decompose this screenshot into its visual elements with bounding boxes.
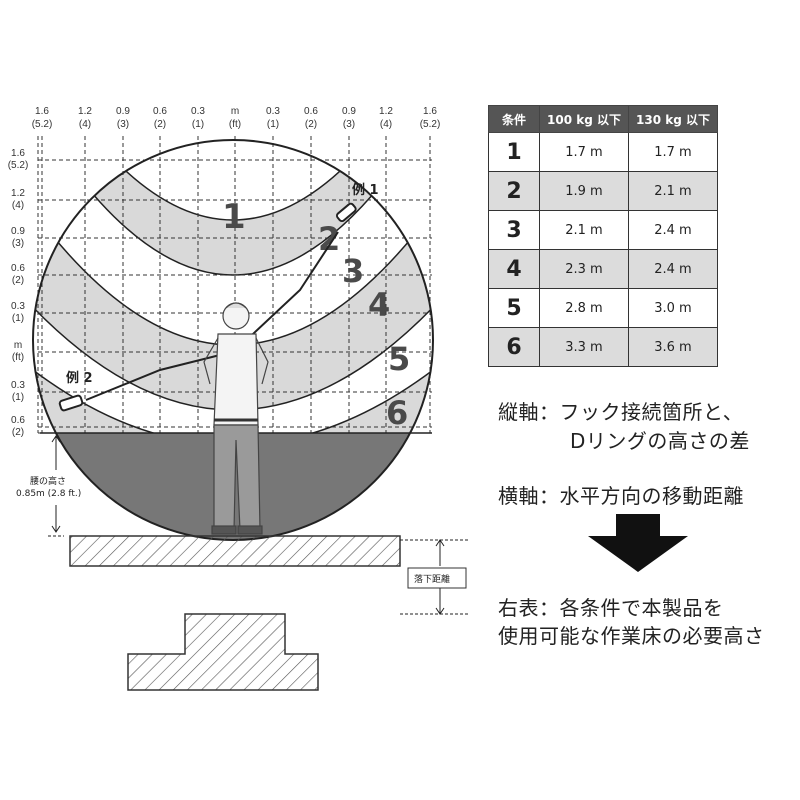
header-100kg: 100 kg 以下: [539, 105, 629, 133]
left-axis-tick: 1.2: [11, 188, 25, 199]
condition-cell: 2: [488, 171, 540, 211]
left-axis-tick: (1): [12, 392, 24, 403]
value-130kg-cell: 2.4 m: [628, 210, 718, 250]
zone-1: 1: [222, 197, 246, 237]
value-130kg-cell: 3.0 m: [628, 288, 718, 328]
table-row: 3 2.1 m 2.4 m: [488, 210, 718, 250]
table-row: 4 2.3 m 2.4 m: [488, 249, 718, 289]
left-axis-tick: (5.2): [8, 160, 29, 171]
left-axis-tick: 1.6: [11, 148, 25, 159]
waist-height-dimension: [48, 435, 64, 537]
top-axis-tick: 0.9: [342, 106, 356, 117]
table-row: 1 1.7 m 1.7 m: [488, 132, 718, 172]
header-130kg: 130 kg 以下: [628, 105, 718, 133]
table-header-row: 条件 100 kg 以下 130 kg 以下: [488, 105, 718, 133]
value-130kg-cell: 3.6 m: [628, 327, 718, 367]
zone-2: 2: [318, 220, 340, 258]
left-axis-tick: 0.3: [11, 301, 25, 312]
top-axis-tick: (4): [79, 119, 91, 130]
value-100kg-cell: 1.7 m: [539, 132, 629, 172]
top-axis-tick: 1.6: [35, 106, 49, 117]
note-vertical-axis-cont: Dリングの高さの差: [570, 429, 750, 453]
top-axis-tick: 0.3: [266, 106, 280, 117]
zone-band-4: [33, 220, 433, 410]
table-row: 5 2.8 m 3.0 m: [488, 288, 718, 328]
left-axis-tick: (3): [12, 238, 24, 249]
value-100kg-cell: 1.9 m: [539, 171, 629, 211]
condition-cell: 3: [488, 210, 540, 250]
top-axis-tick: (5.2): [32, 119, 53, 130]
value-100kg-cell: 2.3 m: [539, 249, 629, 289]
top-axis-tick: 0.9: [116, 106, 130, 117]
down-arrow-icon: [588, 514, 688, 572]
example-2-label: 例 2: [66, 370, 93, 386]
left-axis-tick: (1): [12, 313, 24, 324]
top-axis-tick: (5.2): [420, 119, 441, 130]
top-axis-tick: 0.3: [191, 106, 205, 117]
left-axis-tick: 0.9: [11, 226, 25, 237]
top-axis-tick: (3): [117, 119, 129, 130]
condition-cell: 4: [488, 249, 540, 289]
left-axis-tick: (ft): [12, 352, 24, 363]
top-axis-tick: 1.2: [379, 106, 393, 117]
zone-3: 3: [342, 252, 364, 290]
top-axis-tick: (3): [343, 119, 355, 130]
waist-label-title: 腰の高さ: [30, 475, 66, 487]
waist-label-value: 0.85m (2.8 ft.): [16, 489, 81, 499]
condition-cell: 6: [488, 327, 540, 367]
top-axis-tick: (4): [380, 119, 392, 130]
value-100kg-cell: 2.8 m: [539, 288, 629, 328]
value-130kg-cell: 2.4 m: [628, 249, 718, 289]
value-130kg-cell: 1.7 m: [628, 132, 718, 172]
ground-block: [127, 613, 319, 691]
top-axis-tick: (2): [305, 119, 317, 130]
zone-6: 6: [386, 394, 408, 432]
left-axis-tick: 0.6: [11, 415, 25, 426]
note-right-table: 右表：各条件で本製品を: [498, 596, 724, 620]
left-axis-tick: (2): [12, 275, 24, 286]
condition-cell: 1: [488, 132, 540, 172]
top-axis-tick: 1.6: [423, 106, 437, 117]
top-axis-tick: (1): [267, 119, 279, 130]
work-floor: [69, 535, 401, 567]
top-axis-tick: (1): [192, 119, 204, 130]
left-axis-tick: 0.6: [11, 263, 25, 274]
top-axis-tick: 0.6: [304, 106, 318, 117]
fall-distance-dimension: [400, 539, 470, 615]
example-1-label: 例 1: [352, 182, 379, 198]
header-condition: 条件: [488, 105, 540, 133]
top-axis-tick: (2): [154, 119, 166, 130]
note-horizontal-axis: 横軸：水平方向の移動距離: [498, 484, 744, 508]
condition-cell: 5: [488, 288, 540, 328]
top-axis-tick: (ft): [229, 119, 241, 130]
fall-distance-label: 落下距離: [414, 573, 450, 585]
top-axis-labels: 1.6 (5.2) 1.2 (4) 0.9 (3) 0.6 (2) 0.3 (1) m (ft) 0.3…: [32, 106, 441, 130]
fall-clearance-diagram: 1.6(5.2)1.2(4)0.9(3)0.6(2)0.3(1)m(ft)0.3…: [8, 106, 470, 691]
left-axis-tick: (2): [12, 427, 24, 438]
person-figure-icon: [203, 302, 269, 535]
table-row: 6 3.3 m 3.6 m: [488, 327, 718, 367]
value-100kg-cell: 3.3 m: [539, 327, 629, 367]
top-axis-tick: 1.2: [78, 106, 92, 117]
zone-band-2: [66, 140, 400, 275]
top-axis-tick: 0.6: [153, 106, 167, 117]
example-2-lanyard: [58, 351, 233, 412]
value-130kg-cell: 2.1 m: [628, 171, 718, 211]
left-axis-tick: (4): [12, 200, 24, 211]
example-1-lanyard: [237, 202, 357, 349]
left-axis-tick: m: [14, 340, 22, 351]
zone-5: 5: [388, 340, 410, 378]
top-axis-tick: m: [231, 106, 239, 117]
table-row: 2 1.9 m 2.1 m: [488, 171, 718, 211]
zone-4: 4: [368, 286, 390, 324]
conditions-table: 条件 100 kg 以下 130 kg 以下 1 1.7 m 1.7 m 2 1…: [488, 105, 718, 367]
left-axis-tick: 0.3: [11, 380, 25, 391]
note-vertical-axis: 縦軸：フック接続箇所と、: [498, 400, 744, 424]
left-axis-labels: 1.6(5.2)1.2(4)0.9(3)0.6(2)0.3(1)m(ft)0.3…: [8, 148, 29, 438]
value-100kg-cell: 2.1 m: [539, 210, 629, 250]
note-right-table-cont: 使用可能な作業床の必要高さ: [498, 624, 765, 648]
